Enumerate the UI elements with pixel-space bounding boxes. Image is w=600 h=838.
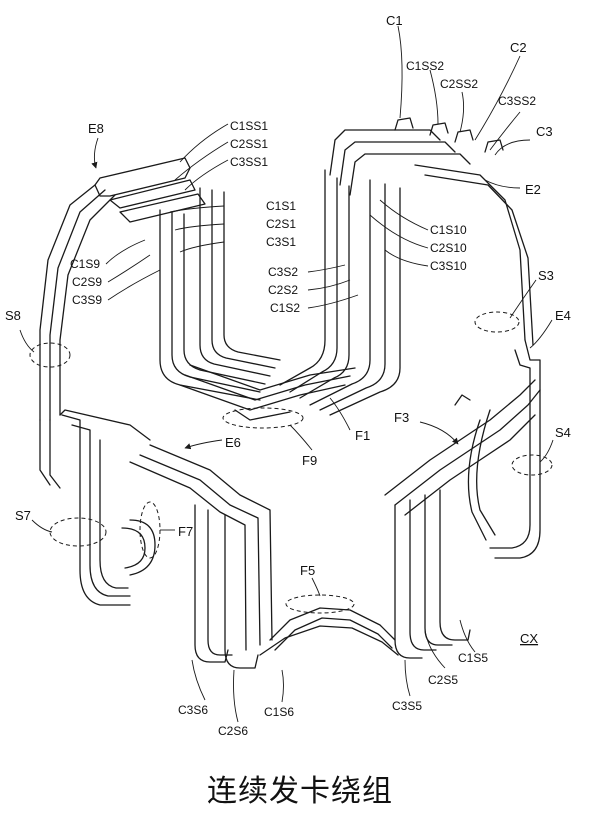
label-C3SS1: C3SS1: [230, 155, 268, 169]
callout-ellipses: [29, 311, 553, 614]
label-C3SS2: C3SS2: [498, 94, 536, 108]
label-C1S10: C1S10: [430, 223, 467, 237]
label-S8: S8: [5, 308, 21, 323]
label-S7: S7: [15, 508, 31, 523]
label-F3: F3: [394, 410, 409, 425]
label-C1SS2: C1SS2: [406, 59, 444, 73]
label-C2S1: C2S1: [266, 217, 296, 231]
label-C3S1: C3S1: [266, 235, 296, 249]
label-C2S10: C2S10: [430, 241, 467, 255]
label-C1S2: C1S2: [270, 301, 300, 315]
hairpin-top-left: [94, 157, 281, 401]
label-C2S5: C2S5: [428, 673, 458, 687]
label-F7: F7: [178, 524, 193, 539]
label-C2S6: C2S6: [218, 724, 248, 738]
label-C2: C2: [510, 40, 527, 55]
label-C1S6: C1S6: [264, 705, 294, 719]
label-C3S5: C3S5: [392, 699, 422, 713]
label-C2SS1: C2SS1: [230, 137, 268, 151]
label-C2S9: C2S9: [72, 275, 102, 289]
hairpin-top-right: [279, 129, 534, 416]
label-S3: S3: [538, 268, 554, 283]
label-E4: E4: [555, 308, 571, 323]
label-E8: E8: [88, 121, 104, 136]
leader-lines: [19, 25, 554, 723]
label-F9: F9: [302, 453, 317, 468]
label-C1SS1: C1SS1: [230, 119, 268, 133]
label-C3S9: C3S9: [72, 293, 102, 307]
right-side-loop: [384, 339, 541, 559]
label-S4: S4: [555, 425, 571, 440]
label-E6: E6: [225, 435, 241, 450]
label-CX: CX: [520, 631, 538, 646]
bottom-hairpins: [194, 489, 471, 669]
left-side-loop: [39, 184, 151, 489]
label-C1S9: C1S9: [70, 257, 100, 271]
label-F5: F5: [300, 563, 315, 578]
winding-line-art: [39, 117, 541, 669]
label-C1S1: C1S1: [266, 199, 296, 213]
figure-caption: 连续发卡绕组: [207, 774, 393, 809]
center-crossing: [179, 364, 356, 421]
terminal-leads-top: [394, 117, 504, 153]
label-C3S10: C3S10: [430, 259, 467, 273]
lower-left-hairpin: [61, 414, 273, 651]
label-C1S5: C1S5: [458, 651, 488, 665]
label-E2: E2: [525, 182, 541, 197]
label-C2S2: C2S2: [268, 283, 298, 297]
label-C3S6: C3S6: [178, 703, 208, 717]
label-C1: C1: [386, 13, 403, 28]
label-F1: F1: [355, 428, 370, 443]
labels: C1 C2 C3 C1SS2 C2SS2 C3SS2 E2 E8 C1SS1 C…: [5, 13, 571, 738]
label-C3S2: C3S2: [268, 265, 298, 279]
label-C2SS2: C2SS2: [440, 77, 478, 91]
label-C3: C3: [536, 124, 553, 139]
